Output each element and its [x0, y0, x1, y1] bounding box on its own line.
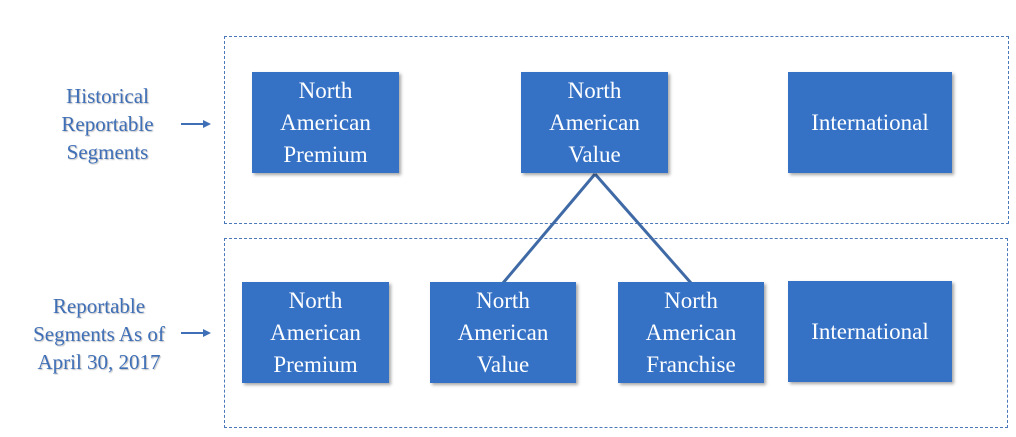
connector-to-franchise	[593, 173, 693, 284]
current-na-premium-box: North American Premium	[242, 282, 389, 383]
historical-row-label: Historical Reportable Segments	[61, 84, 154, 164]
historical-na-premium-box: North American Premium	[252, 72, 399, 173]
historical-arrow-icon	[181, 120, 211, 128]
current-arrow-icon	[181, 329, 211, 337]
current-na-value-box: North American Value	[430, 282, 576, 383]
current-na-franchise-box: North American Franchise	[618, 282, 764, 383]
current-international-box: International	[788, 281, 952, 382]
historical-international-box: International	[788, 72, 952, 173]
current-row-label: Reportable Segments As of April 30, 2017	[33, 294, 165, 374]
current-group-box	[224, 238, 1008, 428]
historical-na-value-box: North American Value	[521, 72, 668, 173]
connector-to-value	[501, 173, 597, 284]
historical-group-box	[224, 36, 1009, 224]
